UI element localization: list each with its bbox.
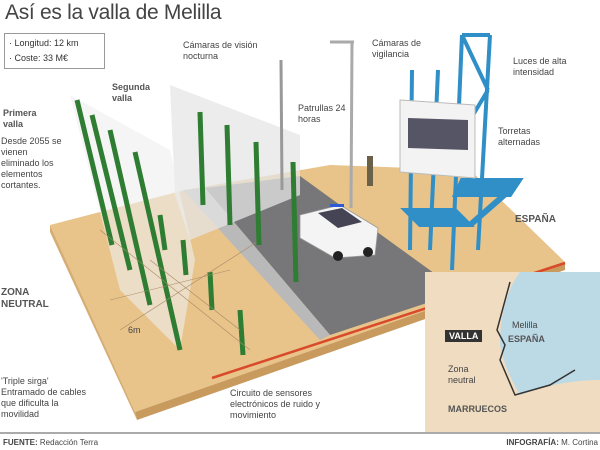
label-triple-sirga: 'Triple sirga': [1, 376, 49, 386]
second-fence-posts: [197, 111, 299, 283]
label-primera-valla: Primera valla: [3, 108, 37, 129]
footer-source: FUENTE: Redacción Terra: [3, 438, 98, 447]
fact-length: · Longitud: 12 km: [9, 38, 79, 48]
label-zona-neutral: ZONA NEUTRAL: [1, 287, 49, 310]
footer-source-label: FUENTE:: [3, 438, 38, 447]
location-map: [425, 272, 600, 432]
label-circuito: Circuito de sensores electrónicos de rui…: [230, 388, 321, 420]
label-camaras-vigilancia: Cámaras de vigilancia: [372, 38, 422, 59]
map-marruecos: MARRUECOS: [448, 404, 508, 414]
patrol-soldier: [367, 156, 373, 186]
patrol-car: [299, 204, 379, 261]
label-primera-valla-desc: Desde 2055 se vienen eliminado los eleme…: [1, 136, 62, 190]
footer-credit: INFOGRAFÍA: M. Cortina: [506, 438, 598, 447]
triple-sirga-cables: [99, 229, 261, 351]
street-lamp: [349, 41, 354, 209]
footer-credit-label: INFOGRAFÍA:: [506, 438, 559, 447]
page-title: Así es la valla de Melilla: [5, 1, 222, 24]
label-height: 6m: [128, 325, 141, 335]
label-triple-sirga-desc: Entramado de cables que dificulta la mov…: [1, 387, 87, 419]
map-melilla: Melilla: [512, 320, 538, 330]
label-segunda-valla: Segunda valla: [112, 82, 151, 103]
label-espana: ESPAÑA: [515, 214, 556, 225]
camera-pole: [279, 59, 284, 191]
ground-side: [50, 225, 137, 420]
label-torretas: Torretas alternadas: [498, 126, 541, 147]
label-patrullas: Patrullas 24 horas: [298, 103, 346, 124]
map-espana: ESPAÑA: [508, 334, 545, 344]
map-valla-tag: VALLA: [445, 330, 483, 342]
fact-cost: · Coste: 33 M€: [9, 53, 69, 63]
footer-credit-value: M. Cortina: [561, 438, 598, 447]
label-camaras-nocturna: Cámaras de visión nocturna: [183, 40, 258, 61]
label-luces: Luces de alta intensidad: [513, 56, 567, 77]
footer-source-value: Redacción Terra: [39, 438, 99, 447]
map-zona-neutral: Zona neutral: [448, 364, 476, 385]
first-fence-posts: [74, 99, 246, 356]
footer-divider: [0, 432, 600, 434]
facts-box: · Longitud: 12 km · Coste: 33 M€: [4, 33, 105, 69]
